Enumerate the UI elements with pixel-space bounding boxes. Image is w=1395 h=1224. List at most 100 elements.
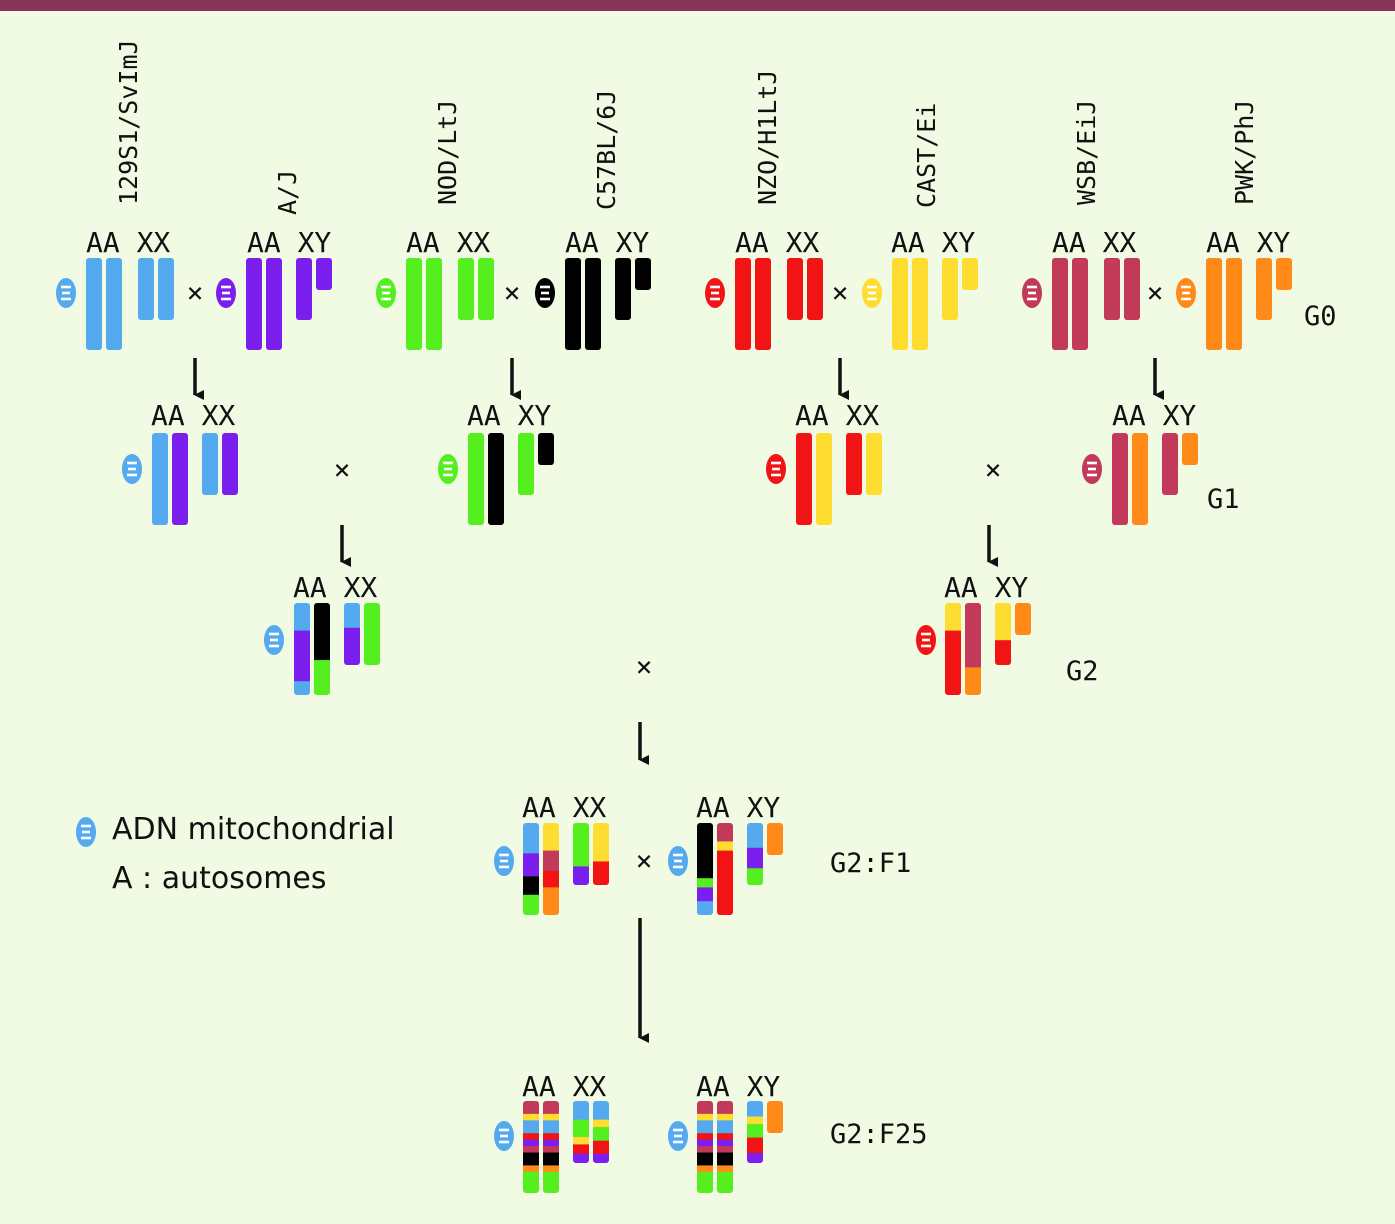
chromosome (615, 258, 631, 320)
chrom-label-female: AA XX (86, 226, 170, 259)
generation-label-g0: G0 (1304, 301, 1337, 332)
chromosome (518, 433, 534, 495)
generation-label-g1: G1 (1207, 484, 1240, 515)
legend-mito-icon (76, 817, 96, 847)
chromosome (1112, 433, 1128, 525)
chromosome (1052, 258, 1068, 350)
mitochondria-icon (264, 625, 284, 655)
chromosome (543, 1101, 559, 1193)
chromosome (246, 258, 262, 350)
legend: ADN mitochondrial A : autosomes (76, 812, 395, 896)
chromosome (406, 258, 422, 350)
chrom-label-male: AA XY (467, 399, 551, 432)
mitochondria-icon (1022, 278, 1042, 308)
chrom-label-male: AA XY (944, 571, 1028, 604)
chrom-label-female: AA XX (735, 226, 819, 259)
chrom-label-female: AA XX (522, 791, 606, 824)
strain-label-wsb: WSB/EiJ (1072, 100, 1101, 205)
chromosome (1256, 258, 1272, 320)
chromosome (717, 823, 733, 915)
chromosome (86, 258, 102, 350)
chromosome (1072, 258, 1088, 350)
chrom-label-female: AA XX (795, 399, 879, 432)
chrom-label-male: AA XY (891, 226, 975, 259)
mitochondria-icon (376, 278, 396, 308)
chromosome (796, 433, 812, 525)
chromosome (697, 823, 713, 915)
chromosome (202, 433, 218, 495)
chromosome (314, 603, 330, 695)
mitochondria-icon (1082, 454, 1102, 484)
chromosome (846, 433, 862, 495)
chromosome (468, 433, 484, 525)
arrows (193, 358, 1164, 1043)
cross-icon: × (1147, 276, 1164, 309)
chromosome (1182, 433, 1198, 465)
chromosome (266, 258, 282, 350)
mitochondria-icon (438, 454, 458, 484)
mitochondria-icon (766, 454, 786, 484)
chromosome (912, 258, 928, 350)
mitochondria-icon (122, 454, 142, 484)
chromosome (717, 1101, 733, 1193)
chrom-label-female: AA XX (522, 1070, 606, 1103)
chromosome (1104, 258, 1120, 320)
chromosome (538, 433, 554, 465)
chromosome (565, 258, 581, 350)
mitochondria-icon (668, 846, 688, 876)
chromosomes-group (86, 258, 1292, 1193)
chromosome (364, 603, 380, 665)
chromosome (106, 258, 122, 350)
chromosome (1015, 603, 1031, 635)
mitochondria-icon (668, 1121, 688, 1151)
cross-icon: × (504, 276, 521, 309)
cross-icon: × (832, 276, 849, 309)
chromosome (172, 433, 188, 525)
chromosome (523, 1101, 539, 1193)
mitochondria-icon (216, 278, 236, 308)
chromosome (866, 433, 882, 495)
chromosome (523, 823, 539, 915)
generation-label-g2f1: G2:F1 (830, 848, 911, 879)
chromosome (747, 1101, 763, 1163)
chromosome (344, 603, 360, 665)
mitochondria-icon (494, 1121, 514, 1151)
chromosome (488, 433, 504, 525)
top-bar (0, 0, 1395, 11)
cross-icon: × (636, 844, 653, 877)
chromosome (573, 1101, 589, 1163)
chromosome (573, 823, 589, 885)
mitochondria-icon (705, 278, 725, 308)
mitochondria-icon (1176, 278, 1196, 308)
cross-symbols: × × × × × × × × (187, 276, 1164, 877)
chromosome (995, 603, 1011, 665)
generation-label-g2: G2 (1066, 656, 1099, 687)
chromosome (158, 258, 174, 320)
chromosome (1226, 258, 1242, 350)
chromosome (222, 433, 238, 495)
chromosome (458, 258, 474, 320)
strain-labels: 129S1/SvImJ A/J NOD/LtJ C57BL/6J NZO/H1L… (114, 39, 1259, 215)
chrom-label-female: AA XX (1052, 226, 1136, 259)
chromosome (892, 258, 908, 350)
chromosome (697, 1101, 713, 1193)
cross-icon: × (334, 453, 351, 486)
chromosome (807, 258, 823, 320)
chrom-label-female: AA XX (151, 399, 235, 432)
mitochondria-icon (535, 278, 555, 308)
chromosome (1276, 258, 1292, 290)
chromosome (296, 258, 312, 320)
chromosome (294, 603, 310, 695)
chromosome (1162, 433, 1178, 495)
chrom-label-female: AA XX (406, 226, 490, 259)
generation-labels: G0 G1 G2 G2:F1 G2:F25 (830, 301, 1337, 1150)
cross-icon: × (985, 453, 1002, 486)
chromosome (965, 603, 981, 695)
chromosome (1124, 258, 1140, 320)
chromosome (962, 258, 978, 290)
legend-mito-text: ADN mitochondrial (112, 812, 395, 847)
chromosome (585, 258, 601, 350)
chromosome (478, 258, 494, 320)
chromosome (635, 258, 651, 290)
strain-label-nod: NOD/LtJ (433, 100, 462, 205)
